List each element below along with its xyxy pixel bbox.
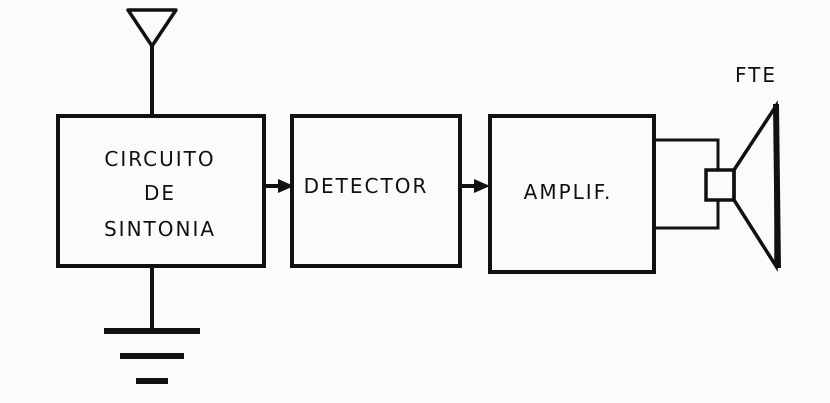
arrow-detector-to-amplifier <box>460 179 490 193</box>
tuning-label-line2: DE <box>144 181 176 205</box>
arrow-icon <box>474 179 490 193</box>
amplifier-label: AMPLIF. <box>524 180 613 204</box>
speaker-label: FTE <box>735 63 777 87</box>
arrow-tuning-to-detector <box>264 179 294 193</box>
speaker-icon <box>704 100 781 273</box>
tuning-circuit-block: CIRCUITO DE SINTONIA <box>56 114 266 268</box>
tuning-label-line3: SINTONIA <box>104 217 216 241</box>
amplifier-block: AMPLIF. <box>488 114 656 274</box>
antenna-icon <box>126 8 178 118</box>
detector-label: DETECTOR <box>304 174 429 198</box>
tuning-label-line1: CIRCUITO <box>104 147 215 171</box>
arrow-icon <box>278 179 294 193</box>
ground-icon <box>104 266 200 384</box>
speaker-wires <box>654 138 720 230</box>
detector-block: DETECTOR <box>290 114 462 268</box>
